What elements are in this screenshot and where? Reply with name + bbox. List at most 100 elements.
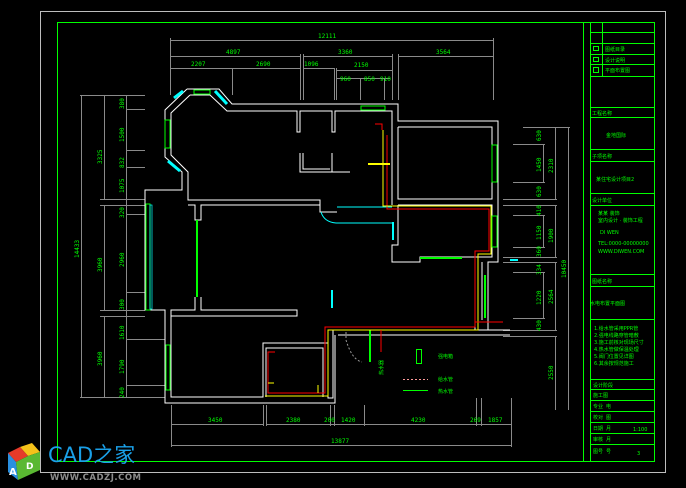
electric-box-icon: [416, 349, 422, 364]
paper-frame: [40, 11, 666, 473]
dim-label: 1096: [304, 61, 319, 68]
dim-label: 1500: [119, 127, 126, 142]
row-key: 日期: [593, 426, 603, 432]
room-wall: [391, 204, 493, 263]
row-value: 号: [606, 449, 611, 455]
dim-label: 2310: [548, 158, 555, 173]
sub-label: 子项名称: [592, 153, 612, 160]
legend: 强电箱 给水管 热水管 热水器: [378, 349, 453, 395]
inner-wall: [190, 94, 393, 205]
cad-text: D: [26, 462, 33, 472]
scale-value: 1:100: [633, 427, 647, 433]
dim-label: 10450: [561, 260, 568, 278]
cad-path: [320, 211, 392, 224]
room-wall: [265, 347, 324, 397]
dim-label: 3450: [208, 417, 223, 424]
dim-label: 1857: [488, 417, 503, 424]
dim-label: 360: [536, 246, 543, 257]
dim-label: 1150: [536, 225, 543, 240]
dim-label: 4230: [411, 417, 426, 424]
dim-label: 2150: [354, 62, 369, 69]
cad-rect: [593, 57, 599, 62]
dim-label: 2550: [548, 365, 555, 380]
note-line: 5.阀门位置见详图: [594, 353, 634, 360]
dim-label: 2690: [256, 61, 271, 68]
designer-name: 某某 装饰: [598, 210, 620, 217]
dim-label: 1220: [536, 290, 543, 305]
note-line: 4.热水管做保温处理: [594, 346, 639, 353]
dim-label: 12111: [318, 33, 336, 40]
cad-rect: [491, 215, 498, 248]
index-item[interactable]: 设计说明: [605, 57, 625, 64]
dim-label: 300: [119, 299, 126, 310]
outer-wall: [144, 88, 336, 404]
note-line: 2.强电线路穿管暗敷: [594, 332, 639, 339]
cad-rect: [593, 46, 599, 51]
cad-rect: [360, 105, 386, 111]
cad-line: [213, 89, 229, 106]
cad-polygon: [16, 452, 40, 480]
cad-polygon: [8, 453, 18, 480]
stage-label: 设计阶段: [593, 382, 613, 389]
note-line: 3.施工前核对现场尺寸: [594, 339, 644, 346]
wall: [302, 153, 330, 170]
cad-text: A: [9, 467, 17, 478]
index-item[interactable]: 图纸目录: [605, 46, 625, 53]
dim-label: 200: [324, 417, 335, 424]
inner-wall: [171, 297, 298, 317]
cad-path: [345, 332, 363, 363]
dim-label: 850: [364, 76, 375, 83]
dim-label: 3325: [97, 149, 104, 164]
cold-water-pipe: [375, 123, 383, 130]
row-value: 月: [606, 426, 611, 432]
dimension-labels: 12111 4897 3360 3564 2207 2690 1096 2150…: [74, 33, 568, 445]
cad-polygon: [8, 447, 28, 462]
dim-label: 1420: [341, 417, 356, 424]
row-value: 图: [606, 415, 611, 421]
designer-line: 室内设计 · 装饰工程: [598, 217, 643, 224]
cad-rect: [149, 204, 153, 310]
dim-label: 13877: [331, 438, 349, 445]
wall: [299, 153, 350, 173]
index-item[interactable]: 平面布置图: [605, 67, 630, 74]
dim-label: 240: [119, 387, 126, 398]
dim-label: 630: [536, 186, 543, 197]
watermark-url: WWW.CADZJ.COM: [50, 473, 142, 483]
dim-label: 320: [119, 207, 126, 218]
dim-label: 3360: [338, 49, 353, 56]
dim-label: 14433: [74, 240, 81, 258]
drawing-name: 水电布置平面图: [590, 300, 625, 307]
project-name: 金地国际: [606, 132, 626, 139]
sheet-number: 3: [637, 451, 640, 457]
inner-wall: [170, 94, 337, 213]
cold-water-pipe: [267, 135, 490, 394]
dim-label: 380: [119, 98, 126, 109]
note-line: 1.给水管采用PPR管: [594, 325, 638, 332]
room-wall: [397, 126, 493, 200]
hot-water-pipe: [265, 130, 492, 397]
sub-name: 某住宅设计项目2: [596, 176, 634, 183]
row-value: 月: [606, 437, 611, 443]
inner-wall: [170, 297, 334, 399]
dim-label: 3960: [97, 257, 104, 272]
dim-label: 1075: [119, 178, 126, 193]
designer-en: DI WEN: [600, 230, 619, 236]
dim-label: 2380: [286, 417, 301, 424]
row-key: 图号: [593, 449, 603, 455]
cad-rect: [145, 203, 151, 311]
drawing-label: 图纸名称: [592, 278, 612, 285]
cad-rect: [593, 67, 599, 73]
cad-line: [167, 159, 181, 173]
cad-rect: [491, 144, 498, 183]
project-label: 工程名称: [592, 110, 612, 117]
dim-label: 3564: [436, 49, 451, 56]
dim-label: 2207: [191, 61, 206, 68]
designer-line: WWW.DIWEN.COM: [598, 249, 644, 255]
dim-label: 1610: [119, 325, 126, 340]
row-value: 电: [606, 403, 611, 410]
dim-label: 269: [470, 417, 481, 424]
pipes: [265, 123, 503, 397]
dim-label: 4897: [226, 49, 241, 56]
legend-label: 给水管: [438, 376, 453, 383]
